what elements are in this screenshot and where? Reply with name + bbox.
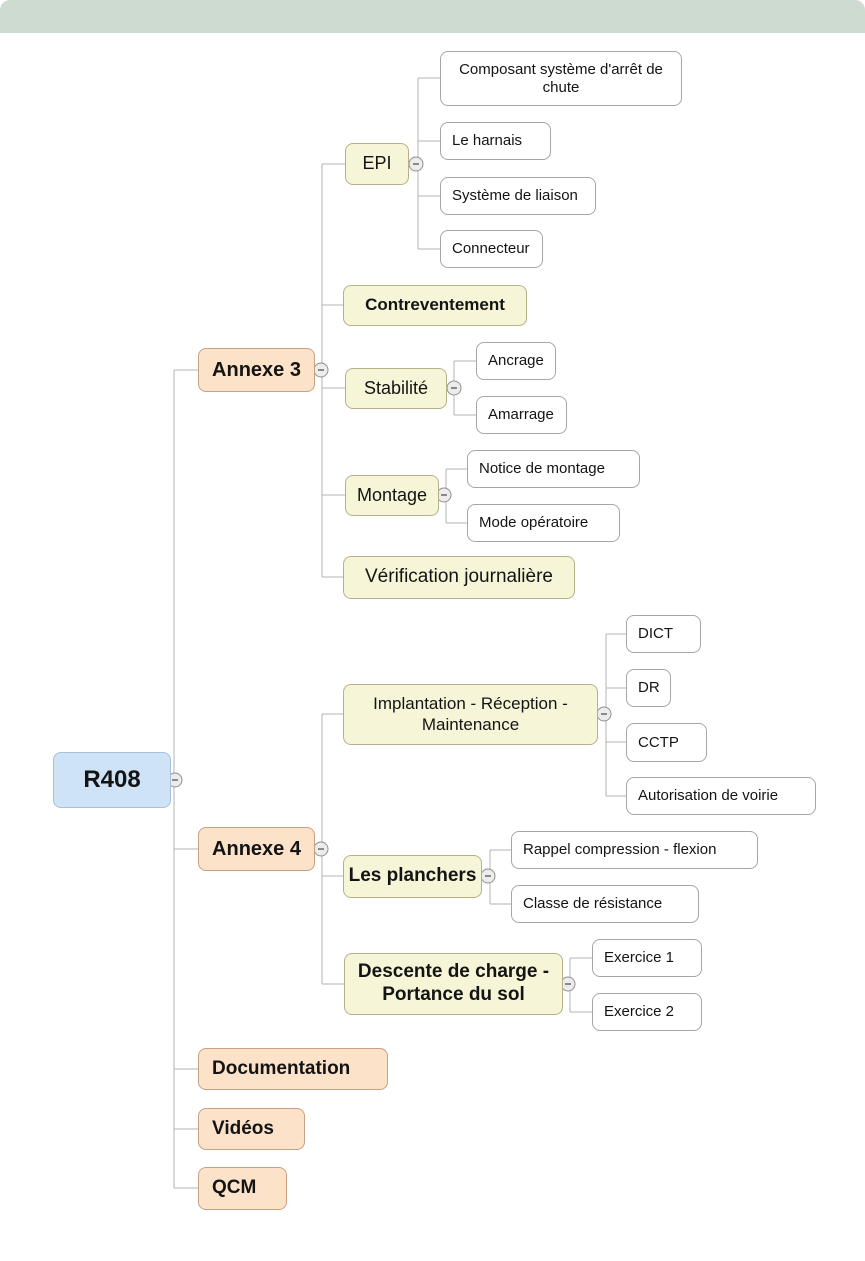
node-label: Annexe 3 <box>212 359 301 381</box>
node-montage[interactable]: Montage <box>345 475 439 516</box>
node-dr[interactable]: DR <box>626 669 671 707</box>
node-systeme-de-liaison[interactable]: Système de liaison <box>440 177 596 215</box>
collapse-toggle[interactable] <box>313 362 329 378</box>
node-label: Connecteur <box>452 240 530 257</box>
collapse-toggle[interactable] <box>446 380 462 396</box>
node-le-harnais[interactable]: Le harnais <box>440 122 551 160</box>
node-label: QCM <box>212 1177 257 1199</box>
node-label: Exercice 1 <box>604 949 675 966</box>
node-mode-operatoire[interactable]: Mode opératoire <box>467 504 620 542</box>
node-label: EPI <box>362 153 392 174</box>
node-notice-de-montage[interactable]: Notice de montage <box>467 450 640 488</box>
collapse-toggle[interactable] <box>560 976 576 992</box>
connector-paths <box>171 77 626 1189</box>
top-bar <box>0 0 865 33</box>
node-verification-journaliere[interactable]: Vérification journalière <box>343 556 575 599</box>
node-videos[interactable]: Vidéos <box>198 1108 305 1150</box>
node-label: Vérification journalière <box>365 566 553 588</box>
node-exercice-1[interactable]: Exercice 1 <box>592 939 702 977</box>
collapse-toggle[interactable] <box>167 772 183 788</box>
node-r408[interactable]: R408 <box>53 752 171 808</box>
node-annexe-3[interactable]: Annexe 3 <box>198 348 315 392</box>
node-composant-systeme[interactable]: Composant système d'arrêt de chute <box>440 51 682 106</box>
node-label: Classe de résistance <box>523 895 663 912</box>
node-connecteur[interactable]: Connecteur <box>440 230 543 268</box>
node-label: Système de liaison <box>452 187 578 204</box>
collapse-toggle[interactable] <box>596 706 612 722</box>
collapse-toggle[interactable] <box>480 868 496 884</box>
node-label: R408 <box>83 765 141 793</box>
node-label: Stabilité <box>363 377 429 398</box>
node-label: Autorisation de voirie <box>638 787 779 804</box>
node-annexe-4[interactable]: Annexe 4 <box>198 827 315 871</box>
collapse-toggle[interactable] <box>436 487 452 503</box>
node-epi[interactable]: EPI <box>345 143 409 185</box>
node-exercice-2[interactable]: Exercice 2 <box>592 993 702 1031</box>
node-ancrage[interactable]: Ancrage <box>476 342 556 380</box>
collapse-toggle[interactable] <box>408 156 424 172</box>
node-classe-de-resistance[interactable]: Classe de résistance <box>511 885 699 923</box>
node-label: Les planchers <box>348 865 477 887</box>
node-amarrage[interactable]: Amarrage <box>476 396 567 434</box>
node-rappel-compression-flexion[interactable]: Rappel compression - flexion <box>511 831 758 869</box>
node-label: Annexe 4 <box>212 838 301 860</box>
node-documentation[interactable]: Documentation <box>198 1048 388 1090</box>
node-label: Descente de charge - Portance du sol <box>357 961 550 1005</box>
node-descente-de-charge[interactable]: Descente de charge - Portance du sol <box>344 953 563 1015</box>
node-stabilite[interactable]: Stabilité <box>345 368 447 409</box>
node-label: Vidéos <box>212 1117 274 1139</box>
node-label: Montage <box>356 484 428 505</box>
node-label: Documentation <box>212 1057 351 1079</box>
node-autorisation-de-voirie[interactable]: Autorisation de voirie <box>626 777 816 815</box>
node-label: Exercice 2 <box>604 1003 675 1020</box>
node-dict[interactable]: DICT <box>626 615 701 653</box>
collapse-toggle[interactable] <box>313 841 329 857</box>
node-label: Composant système d'arrêt de chute <box>459 60 663 96</box>
node-label: DICT <box>638 625 673 642</box>
node-label: Implantation - Réception - Maintenance <box>373 694 568 734</box>
node-label: Notice de montage <box>479 460 605 477</box>
node-label: Rappel compression - flexion <box>523 841 717 858</box>
node-label: Mode opératoire <box>479 514 589 531</box>
node-label: Ancrage <box>488 352 544 369</box>
node-cctp[interactable]: CCTP <box>626 723 707 762</box>
node-label: Amarrage <box>488 406 554 423</box>
node-qcm[interactable]: QCM <box>198 1167 287 1210</box>
node-label: Le harnais <box>452 132 523 149</box>
node-label: Contreventement <box>365 295 505 315</box>
node-implantation-reception-maintenance[interactable]: Implantation - Réception - Maintenance <box>343 684 598 745</box>
node-contreventement[interactable]: Contreventement <box>343 285 527 326</box>
node-label: DR <box>638 679 660 696</box>
node-label: CCTP <box>638 733 679 751</box>
node-les-planchers[interactable]: Les planchers <box>343 855 482 898</box>
